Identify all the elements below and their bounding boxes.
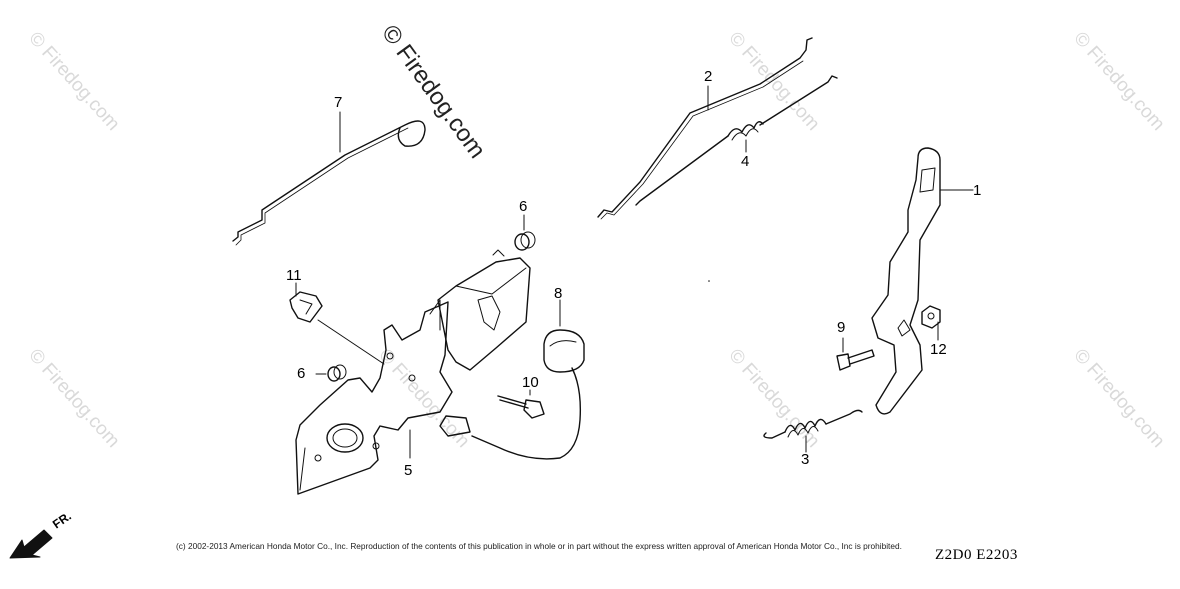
- callout-4: 4: [741, 153, 750, 170]
- arrow-icon: [9, 529, 53, 559]
- part-6-grommet-top: [514, 214, 536, 251]
- part-5-plate: [295, 301, 453, 495]
- marker-dot: [708, 280, 710, 282]
- part-3-spring: [763, 409, 863, 453]
- callout-6-left: 6: [297, 365, 306, 382]
- part-4-spring: [635, 75, 838, 206]
- part-6-grommet-left: [315, 364, 347, 382]
- part-9-bolt: [836, 337, 875, 371]
- callout-6-top: 6: [519, 198, 528, 215]
- part-1-bracket: [871, 147, 974, 415]
- part-11-clip: [289, 282, 385, 365]
- callout-5: 5: [404, 462, 413, 479]
- callout-7: 7: [334, 94, 343, 111]
- callout-2: 2: [704, 68, 713, 85]
- part-2-rod: [597, 37, 813, 220]
- part-10-bolt: [497, 389, 545, 419]
- callout-11: 11: [286, 267, 302, 284]
- callout-1: 1: [973, 182, 982, 199]
- callout-3: 3: [801, 451, 810, 468]
- part-12-nut: [921, 305, 941, 341]
- callout-10: 10: [522, 374, 539, 391]
- callout-12: 12: [930, 341, 947, 358]
- callout-9: 9: [837, 319, 846, 336]
- part-8-switch: [439, 299, 585, 460]
- copyright-notice: (c) 2002-2013 American Honda Motor Co., …: [176, 541, 902, 551]
- callout-8: 8: [554, 285, 563, 302]
- diagram-code: Z2D0 E2203: [935, 547, 1018, 563]
- part-7-rod: [232, 111, 426, 246]
- control-box: [429, 249, 531, 371]
